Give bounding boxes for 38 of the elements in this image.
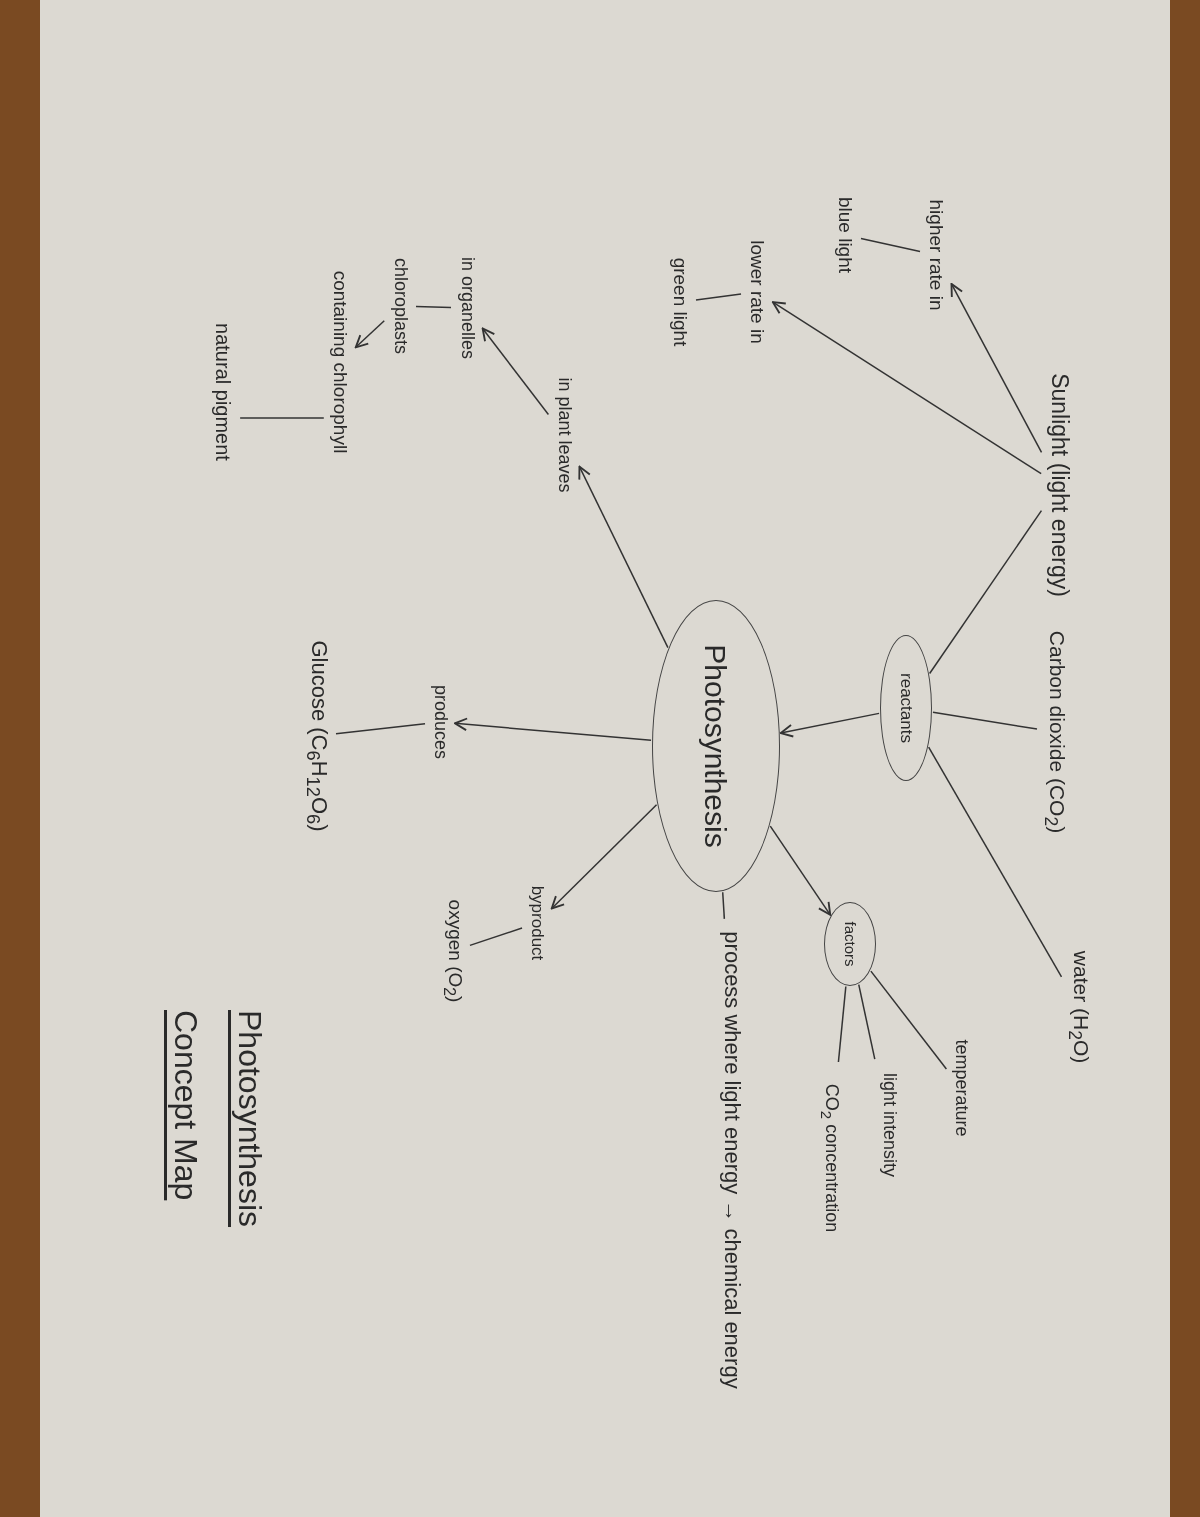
connector-line (722, 891, 726, 920)
connector-line (415, 305, 452, 309)
arrow (769, 825, 832, 916)
arrow (950, 283, 1043, 454)
arrow (454, 717, 652, 742)
concept-label: produces (426, 672, 454, 772)
arrow (578, 465, 669, 649)
concept-label: blue light (830, 175, 860, 295)
connector-line (858, 983, 876, 1060)
concept-label: temperature (947, 1023, 975, 1153)
arrow (481, 327, 550, 416)
concept-label: light intensity (875, 1050, 903, 1200)
diagram-title: Photosynthesis Concept Map (167, 1010, 269, 1229)
connector-line (860, 237, 921, 253)
concept-label: green light (665, 242, 695, 362)
connector-line (870, 970, 948, 1070)
concept-label: lower rate in (742, 212, 772, 372)
concept-label: chloroplasts (385, 243, 415, 369)
connector-line (695, 293, 742, 301)
arrow (779, 712, 880, 738)
arrow (354, 319, 385, 349)
concept-label: process where light energy → chemical energy (715, 920, 749, 1400)
connector-line (469, 927, 523, 947)
concept-label: in plant leaves (549, 365, 579, 505)
concept-label: byproduct (523, 873, 551, 973)
concept-label: higher rate in (921, 160, 951, 350)
arrow (771, 301, 1042, 475)
connector-line (932, 711, 1038, 730)
arrow (550, 804, 658, 910)
concept-label: containing chlorophyll (325, 247, 355, 477)
concept-label: in organelles (452, 240, 482, 376)
connector-line (928, 509, 1043, 675)
connector-line (837, 985, 847, 1063)
connector-line (927, 746, 1063, 978)
connector-line (335, 722, 426, 735)
concept-label: Sunlight (light energy) (1042, 367, 1076, 603)
concept-label: natural pigment (207, 302, 239, 482)
connector-line (239, 417, 325, 419)
